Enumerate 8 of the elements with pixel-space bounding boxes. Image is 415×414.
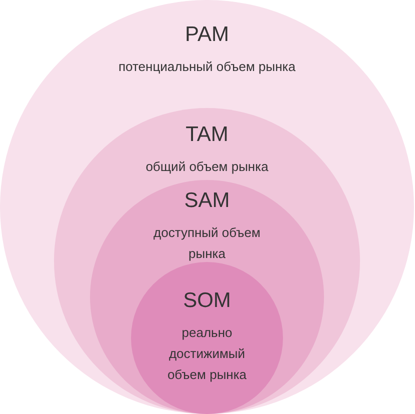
- market-description: реально достижимый объем рынка: [166, 324, 248, 384]
- market-acronym: PAM: [185, 22, 229, 48]
- market-acronym: SOM: [183, 288, 231, 314]
- market-acronym: TAM: [186, 122, 228, 148]
- market-description: общий объем рынка: [146, 158, 268, 176]
- market-description: потенциальный объем рынка: [118, 58, 296, 76]
- market-acronym: SAM: [184, 188, 230, 214]
- market-description: доступный объем рынка: [152, 224, 262, 263]
